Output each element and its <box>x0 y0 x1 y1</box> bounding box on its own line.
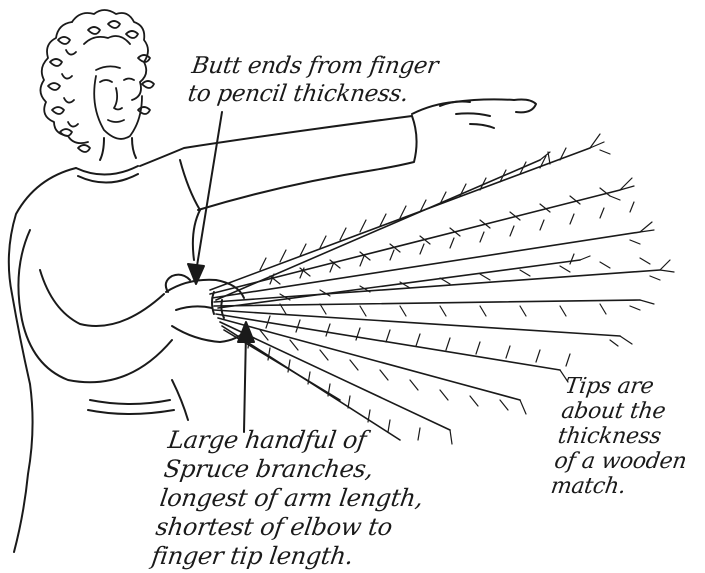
leader-line-bottom <box>244 332 246 432</box>
tips-line-1: Tips are <box>563 374 698 399</box>
butt-ends-line-1: Butt ends from finger <box>190 52 440 80</box>
tips-line-5: match. <box>549 474 684 499</box>
arrow-icon <box>188 112 254 432</box>
hair-curls <box>40 10 154 152</box>
tips-line-2: about the <box>560 399 695 424</box>
handful-line-5: finger tip length. <box>150 542 417 571</box>
butt-ends-annotation: Butt ends from finger to pencil thicknes… <box>186 52 440 108</box>
leader-line-top <box>196 112 222 272</box>
handful-line-3: longest of arm length, <box>158 484 425 513</box>
handful-annotation: Large handful of Spruce branches, longes… <box>150 426 433 571</box>
tips-line-3: thickness <box>556 424 691 449</box>
handful-line-2: Spruce branches, <box>162 455 429 484</box>
butt-ends-line-2: to pencil thickness. <box>186 80 436 108</box>
handful-line-4: shortest of elbow to <box>154 513 421 542</box>
handful-line-1: Large handful of <box>166 426 433 455</box>
tips-annotation: Tips are about the thickness of a wooden… <box>549 374 698 499</box>
face <box>94 66 142 139</box>
tips-line-4: of a wooden <box>553 449 688 474</box>
